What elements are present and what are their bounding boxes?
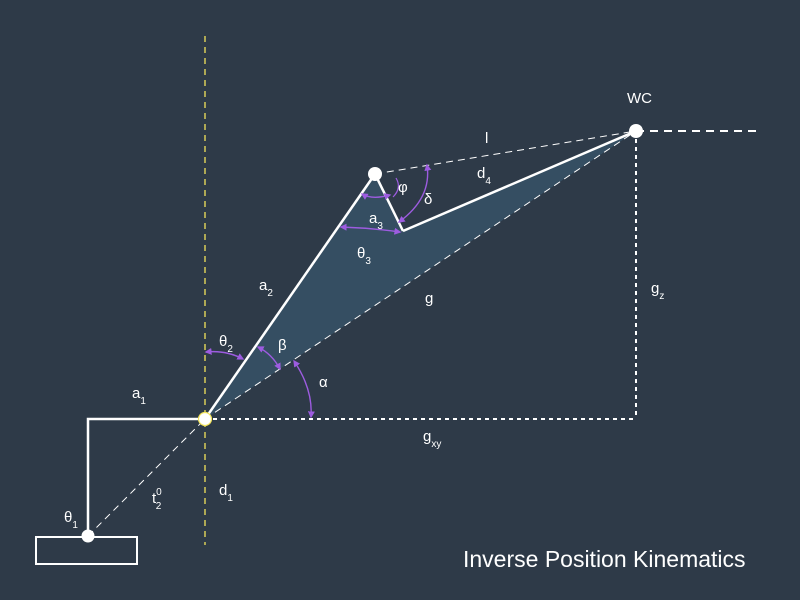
beta-arc (256, 346, 281, 371)
label-gxy: gxy (423, 428, 441, 450)
phi-inner-arc (392, 177, 399, 198)
delta-arc (397, 163, 432, 223)
theta3-arc (339, 223, 402, 235)
label-theta3: θ3 (357, 245, 371, 267)
label-l: l (485, 130, 488, 147)
l-line (374, 130, 637, 175)
label-a2: a2 (259, 277, 273, 299)
label-theta2: θ2 (219, 333, 233, 355)
label-delta: δ (424, 191, 432, 208)
joint-wrist-center (629, 124, 643, 138)
label-a3: a3 (369, 210, 383, 232)
phi-arc (360, 193, 392, 200)
joint-base (81, 529, 95, 543)
label-gz: gz (651, 280, 664, 302)
label-beta: β (278, 337, 287, 354)
label-a1: a1 (132, 385, 146, 407)
theta2-arc (204, 347, 245, 360)
joint-2 (197, 411, 213, 427)
label-g: g (425, 290, 433, 307)
link-a1 (86, 417, 205, 536)
label-d1: d1 (219, 482, 233, 504)
t02-line (87, 418, 206, 537)
link-d4 (402, 129, 637, 233)
label-d4: d4 (477, 165, 491, 187)
diagram-caption: Inverse Position Kinematics (463, 546, 746, 572)
g-line (204, 130, 637, 420)
link-a2 (203, 173, 377, 420)
label-wc: WC (627, 90, 652, 107)
alpha-arc (293, 359, 315, 419)
joint-elbow (368, 167, 382, 181)
label-alpha: α (319, 374, 328, 391)
label-theta1: θ1 (64, 509, 78, 531)
label-phi: φ (398, 179, 408, 196)
